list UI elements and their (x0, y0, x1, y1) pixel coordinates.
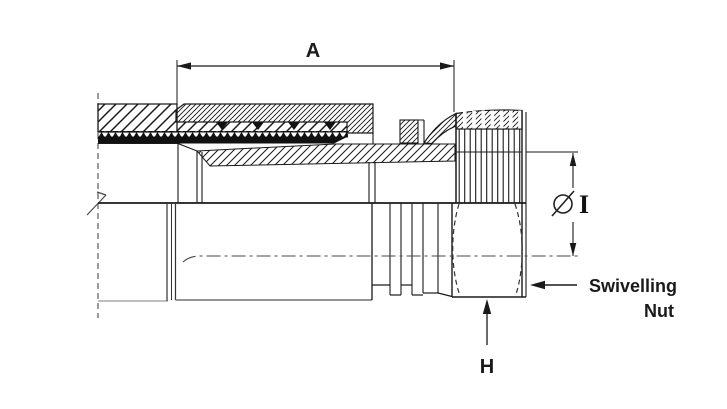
arrowhead-up-icon (482, 299, 492, 314)
dimension-a: A (176, 40, 455, 112)
ferrule-exterior (166, 203, 373, 301)
swivel-nut-lower (451, 203, 526, 298)
ferrule-groove-detail (372, 112, 457, 145)
ferrule-shell (97, 103, 374, 134)
dimension-h: H (480, 299, 494, 378)
centerline (182, 255, 578, 263)
arrowhead-right-icon (440, 62, 454, 70)
collar-rings-exterior (372, 203, 453, 298)
arrowhead-up-icon (569, 153, 577, 166)
callout-line2: Nut (644, 301, 674, 321)
dim-i-label: I (579, 190, 589, 219)
callout-swivelling-nut: Swivelling Nut (530, 276, 677, 321)
arrowhead-left-icon (177, 62, 191, 70)
dim-a-label: A (306, 40, 320, 62)
dimension-i: I (526, 151, 589, 256)
diameter-symbol-icon (551, 190, 575, 217)
wire-braid-strip (98, 131, 348, 144)
arrowhead-left-icon (530, 280, 545, 290)
hose-break-line (86, 93, 107, 318)
swivel-nut-upper (455, 109, 527, 297)
callout-line1: Swivelling (589, 276, 677, 296)
dim-h-label: H (480, 356, 494, 378)
arrowhead-down-icon (569, 243, 577, 256)
nipple-section (98, 142, 456, 203)
